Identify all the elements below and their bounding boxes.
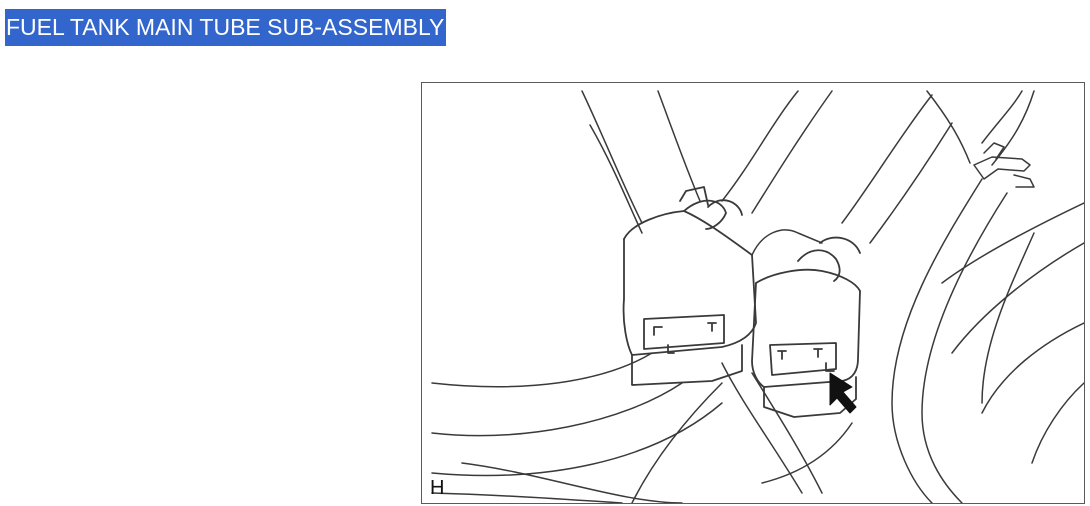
figure-corner-label: H	[430, 477, 445, 499]
left-connector	[622, 186, 757, 386]
right-connector	[751, 236, 861, 418]
fuel-tube-connector-illustration	[431, 90, 1084, 503]
illustration-frame: H	[421, 82, 1085, 504]
arrow-icon	[829, 372, 857, 414]
page-title: FUEL TANK MAIN TUBE SUB-ASSEMBLY	[5, 9, 447, 46]
